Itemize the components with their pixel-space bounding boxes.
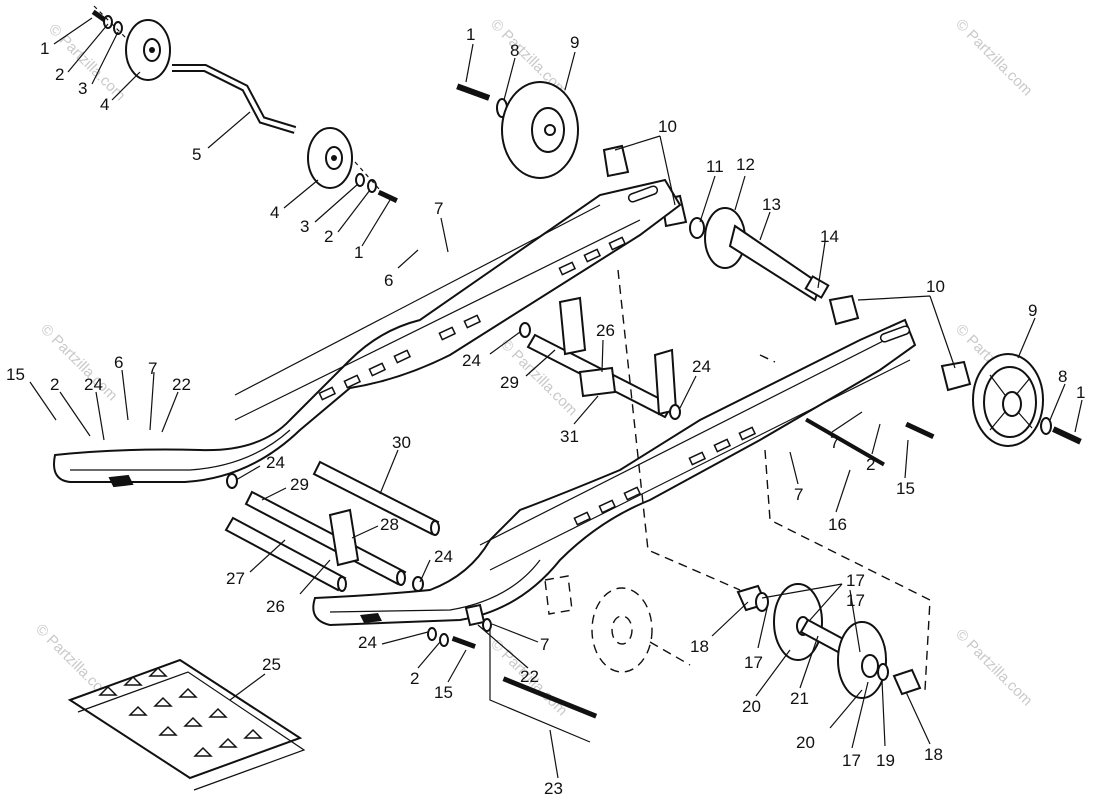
callout-labels: 1 2 3 4 5 4 3 2 1 1 8 9 10 11 12 13 14 1… — [6, 25, 1085, 798]
callout: 15 — [896, 479, 915, 498]
lower-wheel-set — [736, 417, 935, 699]
rear-axle — [728, 224, 822, 302]
callout: 9 — [1028, 301, 1037, 320]
callout: 18 — [690, 637, 709, 656]
callout: 2 — [324, 227, 333, 246]
callout: 3 — [300, 217, 309, 236]
callout: 24 — [434, 547, 453, 566]
watermark: © Partzilla.com — [952, 16, 1035, 99]
axle-bracket — [602, 144, 630, 178]
callout: 20 — [796, 733, 815, 752]
callout: 29 — [290, 475, 309, 494]
upper-idler-wheel — [456, 81, 579, 179]
callout: 7 — [794, 485, 803, 504]
left-rail — [53, 178, 682, 488]
callout: 2 — [55, 65, 64, 84]
lower-fasteners — [427, 575, 691, 743]
callout: 10 — [658, 117, 677, 136]
callout: 1 — [40, 39, 49, 58]
callout: 2 — [866, 455, 875, 474]
callout: 7 — [830, 433, 839, 452]
cross-shafts — [224, 296, 681, 592]
callout: 4 — [100, 95, 109, 114]
bogie-wheel — [837, 621, 887, 699]
callout: 30 — [392, 433, 411, 452]
right-rail — [312, 318, 917, 627]
callout: 23 — [544, 779, 563, 798]
callout: 27 — [226, 569, 245, 588]
callout: 9 — [570, 33, 579, 52]
callout: 1 — [1076, 383, 1085, 402]
callout: 17 — [842, 751, 861, 770]
right-idler-wheel — [972, 353, 1082, 447]
callout: 20 — [742, 697, 761, 716]
callout: 29 — [500, 373, 519, 392]
callout: 24 — [84, 375, 103, 394]
callout: 26 — [266, 597, 285, 616]
callout: 8 — [510, 41, 519, 60]
callout: 22 — [520, 667, 539, 686]
callout: 31 — [560, 427, 579, 446]
callout: 19 — [876, 751, 895, 770]
callout: 7 — [148, 359, 157, 378]
callout: 11 — [706, 157, 724, 176]
callout: 18 — [924, 745, 943, 764]
callout: 22 — [172, 375, 191, 394]
callout: 15 — [6, 365, 25, 384]
callout: 1 — [466, 25, 475, 44]
leader-lines — [29, 17, 1083, 779]
bolt — [456, 83, 491, 101]
callout: 14 — [820, 227, 839, 246]
callout: 24 — [358, 633, 377, 652]
track-clip — [67, 658, 306, 791]
callout: 16 — [828, 515, 847, 534]
callout: 25 — [262, 655, 281, 674]
shock-bracket — [328, 508, 360, 567]
rear-idler-axle-assembly — [91, 5, 398, 203]
callout: 17 — [744, 653, 763, 672]
callout: 6 — [114, 353, 123, 372]
callout: 13 — [762, 195, 781, 214]
callout: 24 — [692, 357, 711, 376]
callout: 3 — [78, 79, 87, 98]
callout: 12 — [736, 155, 755, 174]
callout: 7 — [434, 199, 443, 218]
callout: 2 — [410, 669, 419, 688]
callout: 26 — [596, 321, 615, 340]
callout: 1 — [354, 243, 363, 262]
callout: 8 — [1058, 367, 1067, 386]
callout: 4 — [270, 203, 279, 222]
callout: 24 — [462, 351, 481, 370]
callout: 28 — [380, 515, 399, 534]
callout: 7 — [540, 635, 549, 654]
callout: 6 — [384, 271, 393, 290]
assembly-lines — [617, 269, 931, 693]
callout: 5 — [192, 145, 201, 164]
watermark: © Partzilla.com — [952, 626, 1035, 709]
callout: 10 — [926, 277, 945, 296]
callout: 17 — [846, 591, 865, 610]
callout: 2 — [50, 375, 59, 394]
callout: 15 — [434, 683, 453, 702]
callout: 21 — [790, 689, 809, 708]
callout: 17 — [846, 571, 865, 590]
callout: 24 — [266, 453, 285, 472]
